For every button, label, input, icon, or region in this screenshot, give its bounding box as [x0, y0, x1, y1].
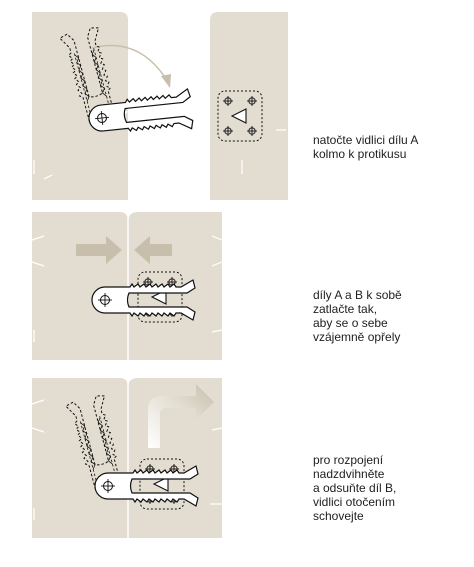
step-2-caption: díly A a B k sobě zatlačte tak, aby se o… — [313, 288, 402, 344]
step-2-illustration — [31, 212, 223, 360]
caption-line: aby se o sebe — [313, 316, 388, 330]
caption-line: schovejte — [313, 509, 364, 523]
caption-line: zatlačte tak, — [313, 302, 378, 316]
caption-line: nadzdvihněte — [313, 467, 385, 481]
push-arrow-right — [76, 236, 122, 264]
caption-line: a odsuňte díl B, — [313, 481, 397, 495]
caption-line: natočte vidlici dílu A — [313, 133, 419, 147]
panel-a — [32, 12, 128, 200]
lift-and-slide-arrow — [148, 384, 214, 448]
caption-line: vzájemně opřely — [313, 330, 401, 344]
panel-a — [32, 378, 128, 538]
caption-line: pro rozpojení — [313, 453, 384, 467]
push-arrow-left — [134, 236, 172, 264]
panel-a — [32, 212, 128, 360]
step-1-illustration — [32, 12, 288, 200]
step-3-illustration — [31, 378, 223, 538]
caption-line: díly A a B k sobě — [313, 288, 402, 302]
caption-line: kolmo k protikusu — [313, 147, 407, 161]
rotation-arrow — [91, 44, 169, 83]
step-3-caption: pro rozpojení nadzdvihněte a odsuňte díl… — [313, 453, 396, 523]
caption-line: vidlici otočením — [313, 495, 396, 509]
step-1-caption: natočte vidlici dílu A kolmo k protikusu — [313, 133, 418, 161]
panel-b — [210, 12, 288, 200]
